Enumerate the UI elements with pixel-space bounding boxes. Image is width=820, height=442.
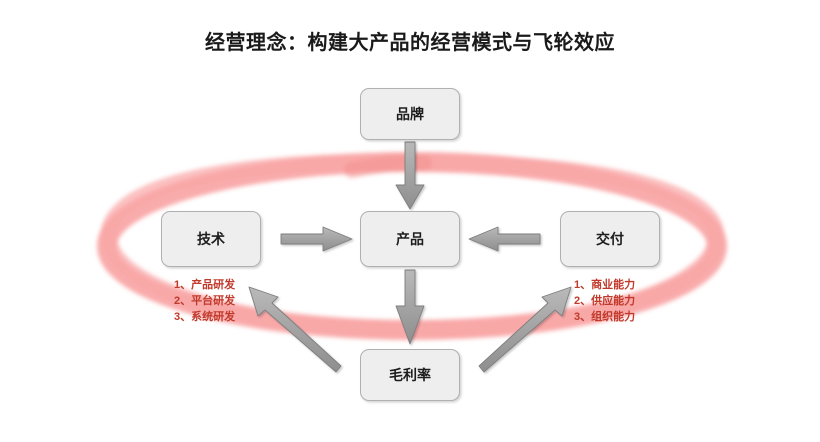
list-item: 2、平台研发	[174, 295, 236, 307]
arrow-delivery-to-product	[468, 226, 541, 252]
node-brand-label: 品牌	[396, 106, 424, 122]
node-delivery-label: 交付	[596, 231, 624, 247]
list-item: 2、供应能力	[574, 295, 636, 307]
node-delivery[interactable]: 交付	[560, 211, 660, 267]
technology-capability-list: 1、产品研发 2、平台研发 3、系统研发	[174, 277, 235, 325]
delivery-capability-list: 1、商业能力 2、供应能力 3、组织能力	[574, 277, 635, 325]
arrow-technology-to-product	[280, 226, 353, 252]
arrow-product-to-gross-margin	[395, 269, 425, 345]
node-gross-margin-label: 毛利率	[389, 367, 431, 383]
list-item: 1、商业能力	[574, 279, 636, 291]
page-title: 经营理念：构建大产品的经营模式与飞轮效应	[205, 32, 615, 54]
node-product[interactable]: 产品	[360, 211, 460, 267]
node-brand[interactable]: 品牌	[360, 88, 460, 140]
list-item: 3、组织能力	[574, 311, 636, 323]
node-gross-margin[interactable]: 毛利率	[360, 349, 460, 401]
arrow-gross-margin-to-delivery	[478, 286, 572, 373]
node-technology[interactable]: 技术	[161, 211, 261, 267]
arrow-brand-to-product	[395, 141, 425, 210]
arrow-gross-margin-to-technology	[248, 286, 342, 373]
list-item: 3、系统研发	[174, 311, 236, 323]
list-item: 1、产品研发	[174, 279, 236, 291]
node-technology-label: 技术	[197, 231, 225, 247]
node-product-label: 产品	[396, 231, 424, 247]
